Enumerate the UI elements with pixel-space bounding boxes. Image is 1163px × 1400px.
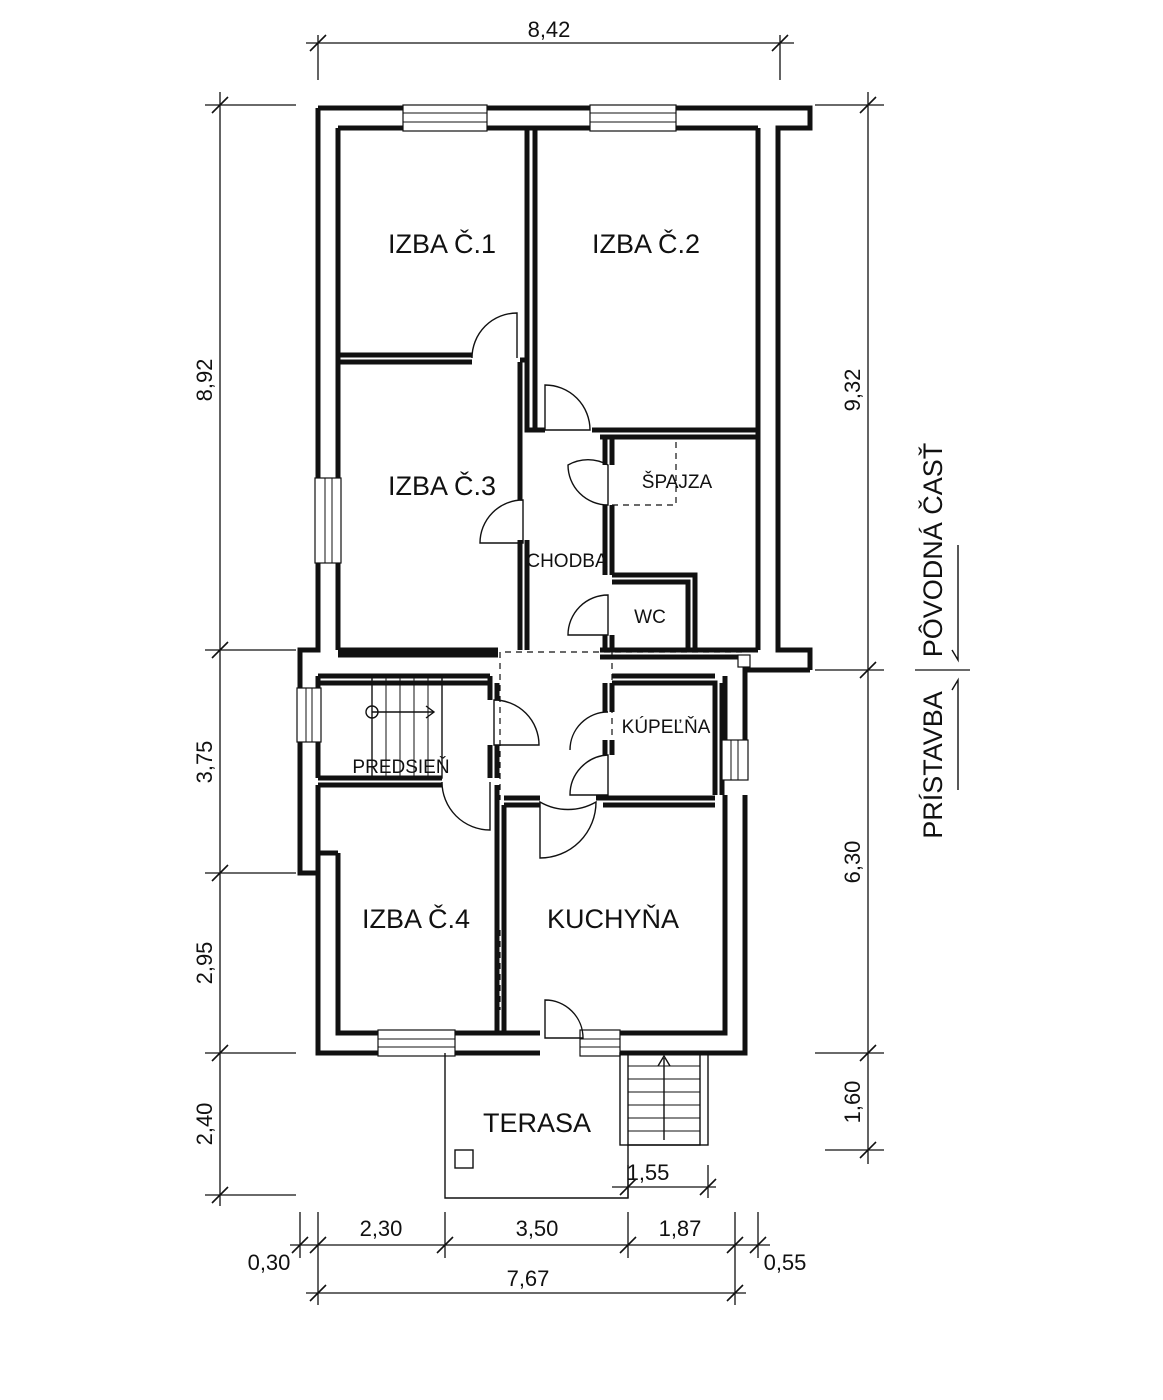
window-kupelna: [721, 739, 749, 781]
window-izba3: [314, 477, 342, 564]
demolition-dashes: [499, 651, 745, 800]
dim-bottom-total: 7,67: [507, 1266, 550, 1291]
dim-left-bottom: 2,40: [192, 1103, 217, 1146]
room-label-izba1: IZBA Č.1: [388, 228, 496, 259]
section-original-label: PÔVODNÁ ČASŤ: [917, 443, 948, 658]
spajza-dashes: [612, 437, 677, 506]
dim-left-middle: 3,75: [192, 741, 217, 784]
room-label-izba4: IZBA Č.4: [362, 903, 470, 934]
dim-bottom-offset-right: 0,55: [764, 1250, 807, 1275]
interior-stairs: [365, 675, 443, 779]
room-label-terasa: TERASA: [483, 1108, 591, 1138]
window-predsien: [296, 687, 322, 743]
window-izba1: [402, 104, 488, 132]
exterior-stairs: [619, 1052, 709, 1146]
room-label-spajza: ŠPAJZA: [642, 471, 713, 493]
door-kupelna: [569, 711, 609, 796]
window-izba4: [377, 1029, 456, 1057]
interior-walls: [315, 128, 761, 1033]
door-terasa: [544, 999, 584, 1039]
dim-bottom: 0,30 2,30 3,50 1,87 0,55 7,67: [248, 1212, 807, 1305]
dim-left-upper: 8,92: [192, 359, 217, 402]
dim-bottom-seg2: 3,50: [516, 1216, 559, 1241]
door-izba1: [471, 312, 518, 359]
door-spajza: [567, 458, 609, 506]
dim-left-lower: 2,95: [192, 942, 217, 985]
room-label-chodba: CHODBA: [526, 551, 608, 572]
room-label-izba3: IZBA Č.3: [388, 470, 496, 501]
door-kuchyna: [539, 800, 597, 859]
dim-left: 8,92 3,75 2,95 2,40: [192, 92, 296, 1206]
section-labels: PÔVODNÁ ČASŤ PRÍSTAVBA: [915, 443, 970, 839]
dim-bottom-seg3: 1,87: [659, 1216, 702, 1241]
room-label-izba2: IZBA Č.2: [592, 228, 700, 259]
dim-stairs: 1,55: [612, 1160, 717, 1198]
door-wc: [567, 594, 609, 636]
room-label-kupelna: KÚPEĽŇA: [622, 716, 711, 738]
windows: [296, 104, 751, 1057]
room-label-kuchyna: KUCHYŇA: [547, 903, 679, 934]
dim-stairs-label: 1,55: [627, 1160, 670, 1185]
dim-bottom-offset-left: 0,30: [248, 1250, 291, 1275]
dim-right-bottom: 1,60: [840, 1081, 865, 1124]
window-izba2: [589, 104, 677, 132]
dim-right: 9,32 6,30 1,60: [815, 92, 884, 1164]
dim-right-lower: 6,30: [840, 841, 865, 884]
doors: [441, 312, 745, 1039]
dim-bottom-seg1: 2,30: [360, 1216, 403, 1241]
door-izba2: [544, 384, 591, 431]
dim-top-label: 8,42: [528, 17, 571, 42]
room-label-predsien: PREDSIEŇ: [352, 756, 449, 778]
door-predsien: [493, 699, 540, 746]
dim-top: 8,42: [306, 17, 794, 80]
window-kuchyna: [579, 1029, 621, 1057]
section-extension-label: PRÍSTAVBA: [918, 691, 948, 839]
dim-right-upper: 9,32: [840, 369, 865, 412]
room-label-wc: WC: [634, 607, 666, 628]
door-izba3: [479, 499, 524, 544]
door-izba4: [441, 781, 491, 831]
